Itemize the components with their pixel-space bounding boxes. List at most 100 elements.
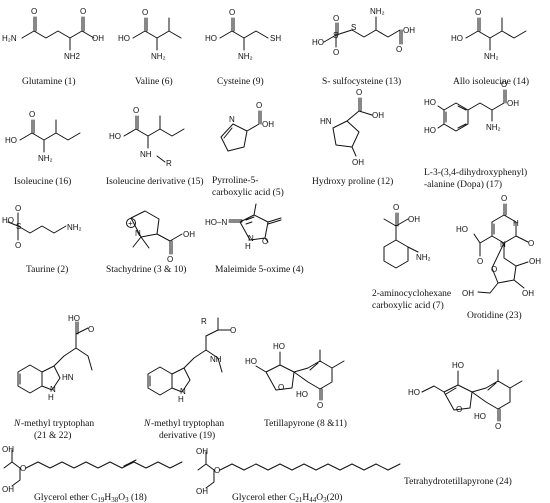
atom-nh2: NH₂ [416,253,431,262]
atom-o: O [393,203,399,212]
atom-ho: HO [456,225,468,234]
structure-glutamine: H₂N O O OH NH2 [2,7,104,61]
caption-nmt-line1: -methyl tryptophan [21,419,94,429]
atom-hn: HN [320,117,332,126]
caption-dopa-line1: L-3-(3,4-dihydroxyphenyl) [424,167,527,178]
atom-ho: HO [205,34,217,43]
atom-h: H [178,395,184,404]
atom-o: O [15,204,21,213]
atom-oh: OH [529,257,541,266]
atom-ho: HO [296,390,308,399]
structure-s-sulfocysteine: HO O O S S NH₂ O OH [312,7,415,57]
structure-taurine: O O HO S NH₂ [2,204,82,250]
atom-n-oxime: HO–N [205,218,227,227]
caption-orotidine: Orotidine (23) [467,310,522,321]
atom-o: O [501,80,507,89]
atom-ho: HO [68,314,80,323]
caption-tetrahydrotetillapyrone: Tetrahydrotetillapyrone (24) [404,476,512,487]
caption-nmt-line2: (21 & 22) [34,430,71,441]
atom-h2n: H₂N [2,34,17,43]
atom-s: S [333,31,338,40]
caption-dopa-line2: -alanine (Dopa) (17) [424,179,502,190]
atom-nh2: NH2 [64,52,81,61]
atom-nh: H [513,219,519,228]
structure-glycerol-ether-18: OH O OH [2,445,183,494]
atom-ho: HO [451,34,463,43]
caption-pyrroline-line2: carboxylic acid (5) [212,187,284,198]
atom-o: O [29,110,35,119]
caption-nmtd-n: N [143,419,151,429]
atom-oh: OH [2,445,14,454]
atom-ho: HO [5,136,17,145]
atom-o: O [396,45,402,54]
atom-nh2: NH₂ [67,223,82,232]
atom-n: N [50,385,56,394]
atom-sh: SH [270,34,281,43]
structure-hydroxy-proline: HN O OH OH [320,88,384,167]
atom-nh: NH [140,150,152,159]
atom-nh2: NH₂ [484,52,499,61]
caption-tetillapyrone: Tetillapyrone (8 &11) [264,418,347,429]
caption-allo-isoleucine: Allo isoleucine (14) [453,76,529,87]
atom-nh2: NH₂ [151,52,166,61]
atom-o: O [477,257,483,266]
atom-oh: OH [92,34,104,43]
caption-nmtd-line1: -methyl tryptophan [151,419,224,429]
atom-ho: HO [118,34,130,43]
caption-nmtd-line2: derivative (19) [159,430,215,441]
structure-glycerol-ether-20: OH O OH [196,447,401,496]
atom-oh: OH [262,120,274,129]
atom-oh: OH [462,289,474,298]
structure-isoleucine: HO O NH₂ [5,110,81,163]
structure-n-methyl-tryptophan-derivative: R O H N NH [147,317,236,404]
atom-nh2: NH₂ [238,52,253,61]
atom-o: O [214,466,220,475]
atom-n: N [248,234,254,243]
atom-o: O [167,255,173,264]
atom-o: O [133,106,139,115]
atom-oh: OH [196,447,208,456]
atom-s: S [16,222,21,231]
structure-isoleucine-derivative: HO O NH R [109,106,185,168]
atom-o: O [80,7,86,16]
atom-o: O [456,405,462,414]
atom-charge: + [128,219,133,228]
atom-o: O [333,14,339,23]
caption-pyrroline-line1: Pyrroline-5- [212,176,258,186]
atom-oh: OH [352,158,364,167]
atom-o: O [230,326,236,335]
caption-glutamine: Glutamine (1) [22,76,76,87]
atom-ho: HO [312,38,324,47]
caption-valine: Valine (6) [135,76,173,87]
atom-h: H [245,242,251,251]
atom-n: N [500,240,506,249]
atom-o: O [20,464,26,473]
atom-o: O [317,401,323,410]
structure-valine: HO O NH₂ [118,8,182,61]
atom-nh2: NH₂ [486,123,501,132]
structure-pyrroline-carboxylic-acid: N O OH [220,101,274,152]
caption-isoleucine-derivative: Isoleucine derivative (15) [106,176,204,187]
caption-hydroxy-proline: Hydroxy proline (12) [312,176,393,187]
structure-stachydrine: N + O OH [126,210,195,264]
atom-nh2: NH₂ [370,7,385,16]
atom-o: O [278,383,284,392]
structure-allo-isoleucine: HO O NH₂ [451,8,527,61]
structure-orotidine: O H O N HO O O OH OH OH [456,194,541,298]
atom-o: O [262,237,268,246]
atom-o: O [229,8,235,17]
structure-tetrahydrotetillapyrone: HO HO O HO O [408,361,523,431]
caption-aminocyclohexane-line1: 2-aminocyclohexane [372,289,451,299]
atom-oh: OH [2,485,14,494]
atom-o: O [333,48,339,57]
atom-ho: HO [452,361,464,370]
atom-o: O [495,422,501,431]
atom-ho: HO [2,216,14,225]
atom-o: O [501,194,507,203]
caption-isoleucine: Isoleucine (16) [14,176,71,187]
structure-maleimide-oxime: HO–N O H N [205,203,282,251]
atom-o: O [142,8,148,17]
atom-hn: HN [62,373,74,382]
atom-ho: HO [424,126,436,135]
structure-cysteine: HO O SH NH₂ [205,8,281,61]
